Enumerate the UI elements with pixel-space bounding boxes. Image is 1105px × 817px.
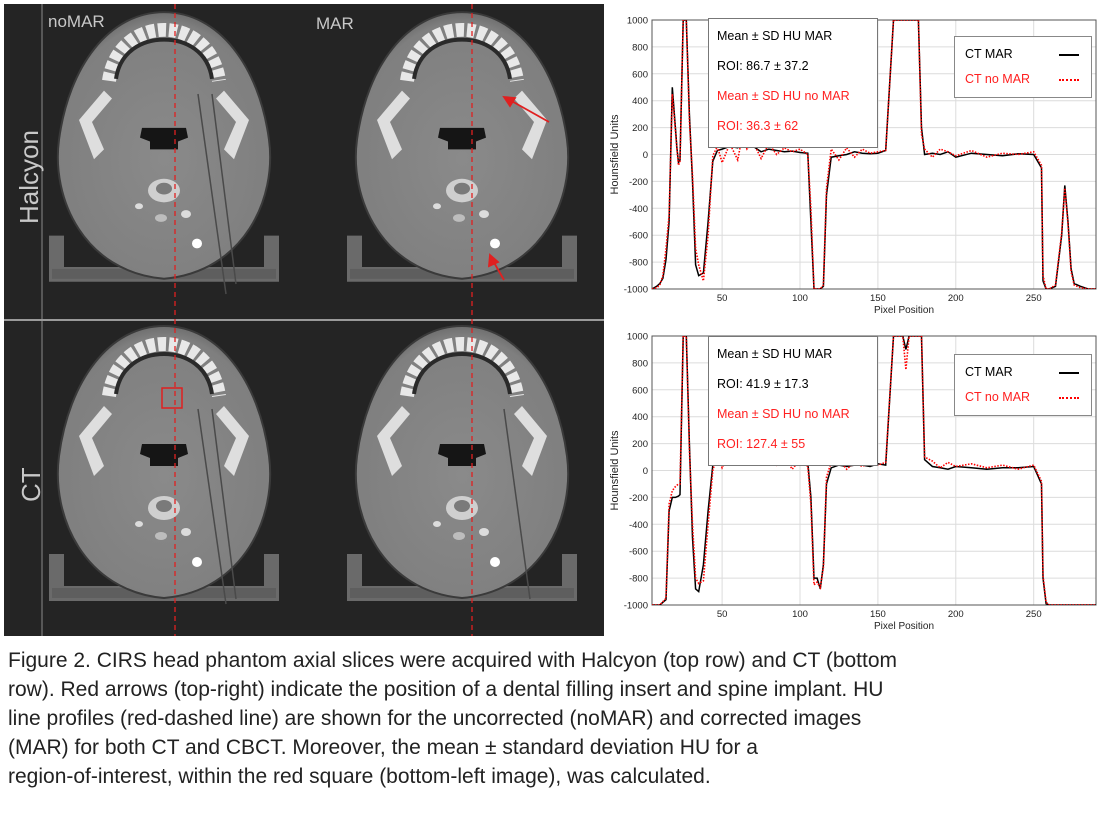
y-tick-label: 800	[632, 42, 648, 53]
y-tick-label: 1000	[627, 16, 648, 27]
caption-line: line profiles (red-dashed line) are show…	[8, 707, 862, 730]
y-tick-label: 200	[632, 439, 648, 450]
x-tick-label: 150	[870, 293, 886, 304]
chart-ct-profile: -1000 -800 -600 -400 -200 0 200 400 600 800 1000 50…	[606, 322, 1102, 634]
row-label-halcyon: Halcyon	[14, 130, 44, 224]
y-tick-label: -1000	[624, 601, 648, 612]
y-tick-label: 200	[632, 123, 648, 134]
legend-top: CT MAR CT no MAR	[954, 36, 1092, 98]
figure-2: noMAR MAR Halcyon CT -1000 -800 -600 -400 -2…	[4, 4, 1102, 636]
column-label-nomar: noMAR	[48, 12, 105, 31]
y-tick-label: -600	[629, 231, 648, 242]
y-tick-label: 600	[632, 69, 648, 80]
legend-item-nomar: CT no MAR	[965, 72, 1031, 86]
y-tick-label: -400	[629, 204, 648, 215]
stats-box-bottom: Mean ± SD HU MAR ROI: 41.9 ± 17.3 Mean ±…	[708, 336, 878, 466]
x-tick-label: 50	[717, 609, 728, 620]
stats-title-mar: Mean ± SD HU MAR	[717, 347, 833, 361]
caption-line: (MAR) for both CT and CBCT. Moreover, th…	[8, 736, 758, 759]
stats-title-nomar: Mean ± SD HU no MAR	[717, 407, 850, 421]
y-axis-label: Hounsfield Units	[609, 430, 621, 511]
legend-item-nomar: CT no MAR	[965, 390, 1031, 404]
y-tick-label: 400	[632, 96, 648, 107]
x-tick-label: 50	[717, 293, 728, 304]
y-tick-label: 400	[632, 412, 648, 423]
red-arrows	[487, 95, 550, 281]
figure-caption: Figure 2. CIRS head phantom axial slices…	[8, 646, 1098, 791]
stats-roi-nomar: ROI: 36.3 ± 62	[717, 119, 799, 133]
caption-line: Figure 2. CIRS head phantom axial slices…	[8, 649, 898, 672]
stats-title-mar: Mean ± SD HU MAR	[717, 29, 833, 43]
roi-square	[161, 387, 183, 409]
x-tick-label: 250	[1026, 293, 1042, 304]
y-tick-label: 1000	[627, 332, 648, 343]
x-axis-label: Pixel Position	[874, 305, 934, 316]
row-label-ct: CT	[16, 467, 46, 502]
legend-item-mar: CT MAR	[965, 365, 1013, 379]
x-tick-label: 250	[1026, 609, 1042, 620]
x-tick-label: 100	[792, 609, 808, 620]
ct-scan-panel: noMAR MAR Halcyon CT	[4, 4, 604, 636]
legend-swatch-mar	[1059, 54, 1079, 56]
x-tick-label: 100	[792, 293, 808, 304]
y-tick-label: -1000	[624, 285, 648, 296]
y-tick-label: -200	[629, 493, 648, 504]
series-line-ct-no-mar	[652, 336, 1096, 605]
x-tick-label: 200	[948, 293, 964, 304]
y-tick-label: 0	[643, 150, 648, 161]
stats-roi-mar: ROI: 86.7 ± 37.2	[717, 59, 809, 73]
y-tick-label: 600	[632, 385, 648, 396]
caption-line: region-of-interest, within the red squar…	[8, 765, 711, 788]
ct-slices-image	[4, 4, 604, 636]
legend-bottom: CT MAR CT no MAR	[954, 354, 1092, 416]
caption-line: row). Red arrows (top-right) indicate th…	[8, 678, 884, 701]
legend-swatch-nomar	[1059, 79, 1079, 81]
y-tick-label: -400	[629, 520, 648, 531]
y-tick-label: -800	[629, 574, 648, 585]
chart-halcyon-profile: -1000 -800 -600 -400 -200 0 200 400 600 800 1000 50…	[606, 6, 1102, 318]
legend-item-mar: CT MAR	[965, 47, 1013, 61]
y-tick-label: 0	[643, 466, 648, 477]
x-tick-label: 200	[948, 609, 964, 620]
stats-box-top: Mean ± SD HU MAR ROI: 86.7 ± 37.2 Mean ±…	[708, 18, 878, 148]
stats-roi-mar: ROI: 41.9 ± 17.3	[717, 377, 809, 391]
series-line-ct-no-mar	[652, 20, 1096, 289]
y-axis-label: Hounsfield Units	[609, 114, 621, 195]
stats-title-nomar: Mean ± SD HU no MAR	[717, 89, 850, 103]
column-label-mar: MAR	[316, 14, 354, 33]
y-tick-label: -200	[629, 177, 648, 188]
x-tick-label: 150	[870, 609, 886, 620]
y-tick-label: 800	[632, 358, 648, 369]
x-axis-label: Pixel Position	[874, 621, 934, 632]
legend-swatch-nomar	[1059, 397, 1079, 399]
legend-swatch-mar	[1059, 372, 1079, 374]
stats-roi-nomar: ROI: 127.4 ± 55	[717, 437, 806, 451]
y-tick-label: -800	[629, 258, 648, 269]
y-tick-label: -600	[629, 547, 648, 558]
